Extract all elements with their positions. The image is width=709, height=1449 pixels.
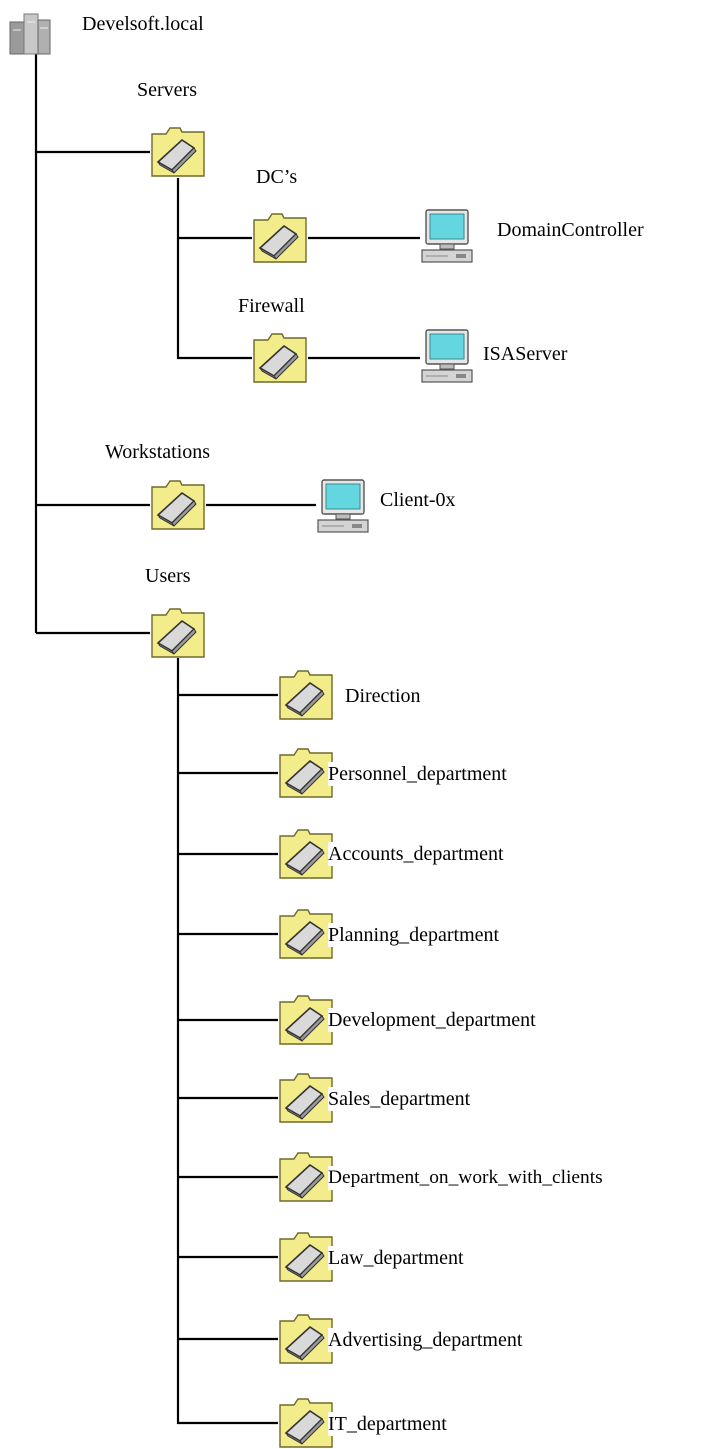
domain-label: Develsoft.local (82, 13, 204, 35)
department-label-advertising: Advertising_department (328, 1328, 523, 1352)
folder-icon-advertising[interactable] (279, 1314, 333, 1364)
folder-icon-personnel[interactable] (279, 748, 333, 798)
folder-icon-servers[interactable] (151, 127, 205, 177)
folder-icon-clients[interactable] (279, 1152, 333, 1202)
folder-icon-dcs[interactable] (253, 213, 307, 263)
folder-icon-sales[interactable] (279, 1073, 333, 1123)
department-label-it: IT_department (328, 1412, 447, 1436)
department-label-direction: Direction (345, 685, 421, 707)
folder-icon-planning[interactable] (279, 909, 333, 959)
connector-lines (34, 52, 420, 1425)
computer-icon-client[interactable] (317, 479, 369, 533)
department-label-planning: Planning_department (328, 923, 500, 947)
department-label-clients: Department_on_work_with_clients (328, 1166, 603, 1190)
servers-label: Servers (137, 79, 197, 101)
workstations-label: Workstations (105, 441, 211, 463)
folder-icon-it[interactable] (279, 1398, 333, 1448)
domain-icon (9, 13, 51, 55)
department-label-personnel: Personnel_department (328, 762, 507, 786)
folder-icon-direction[interactable] (279, 670, 333, 720)
users-trunk-line (176, 658, 278, 1425)
domaincontroller-label: DomainController (497, 219, 644, 241)
folder-icon-development[interactable] (279, 995, 333, 1045)
computer-icon-isaserver[interactable] (421, 329, 473, 383)
department-label-development: Development_department (328, 1008, 536, 1032)
folder-icon-law[interactable] (279, 1232, 333, 1282)
client-label: Client-0x (380, 489, 456, 511)
department-label-accounts: Accounts_department (328, 842, 504, 866)
folder-icon-firewall[interactable] (253, 333, 307, 383)
folder-icon-workstations[interactable] (151, 480, 205, 530)
folder-icon-accounts[interactable] (279, 829, 333, 879)
firewall-label: Firewall (238, 295, 305, 317)
computer-icon-domaincontroller[interactable] (421, 209, 473, 263)
users-label: Users (145, 565, 191, 587)
department-label-law: Law_department (328, 1246, 464, 1270)
isaserver-label: ISAServer (483, 343, 568, 365)
folder-icon-users[interactable] (151, 608, 205, 658)
servers-trunk-line (176, 178, 252, 360)
dcs-label: DC’s (256, 166, 298, 188)
department-label-sales: Sales_department (328, 1087, 471, 1111)
